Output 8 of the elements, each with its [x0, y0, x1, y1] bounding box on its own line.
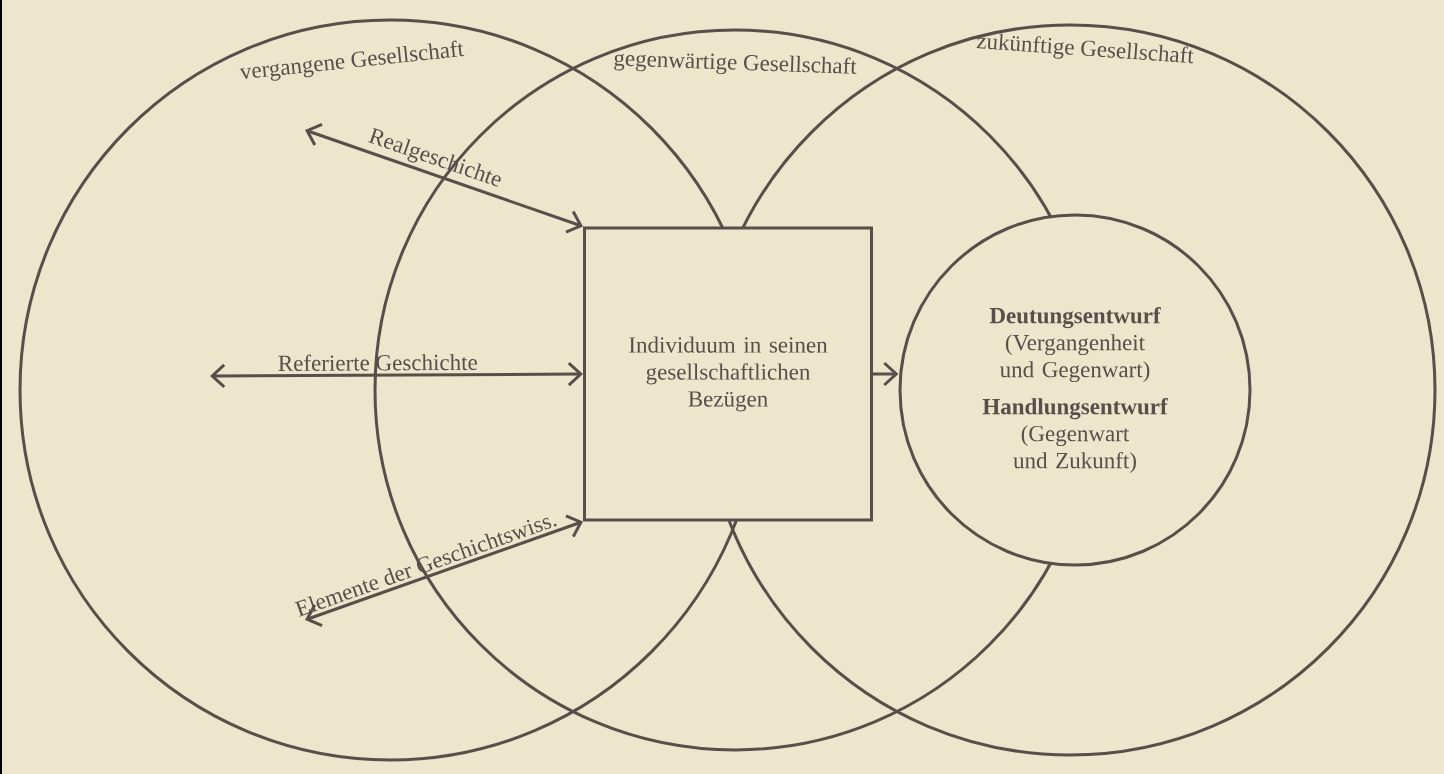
arrow	[210, 361, 583, 389]
box: Individuum in seinen gesellschaftlichen Bezügen	[583, 226, 873, 522]
circle-heading: gegenwärtige Gesellschaft	[614, 53, 857, 75]
circle-heading: vergangene Gesellschaft	[239, 40, 465, 81]
edge-label: Referierte Geschichte	[278, 354, 477, 371]
circle-heading: zukünftige Gesellschaft	[976, 33, 1194, 64]
arrow	[305, 122, 583, 234]
arrow	[305, 514, 583, 627]
